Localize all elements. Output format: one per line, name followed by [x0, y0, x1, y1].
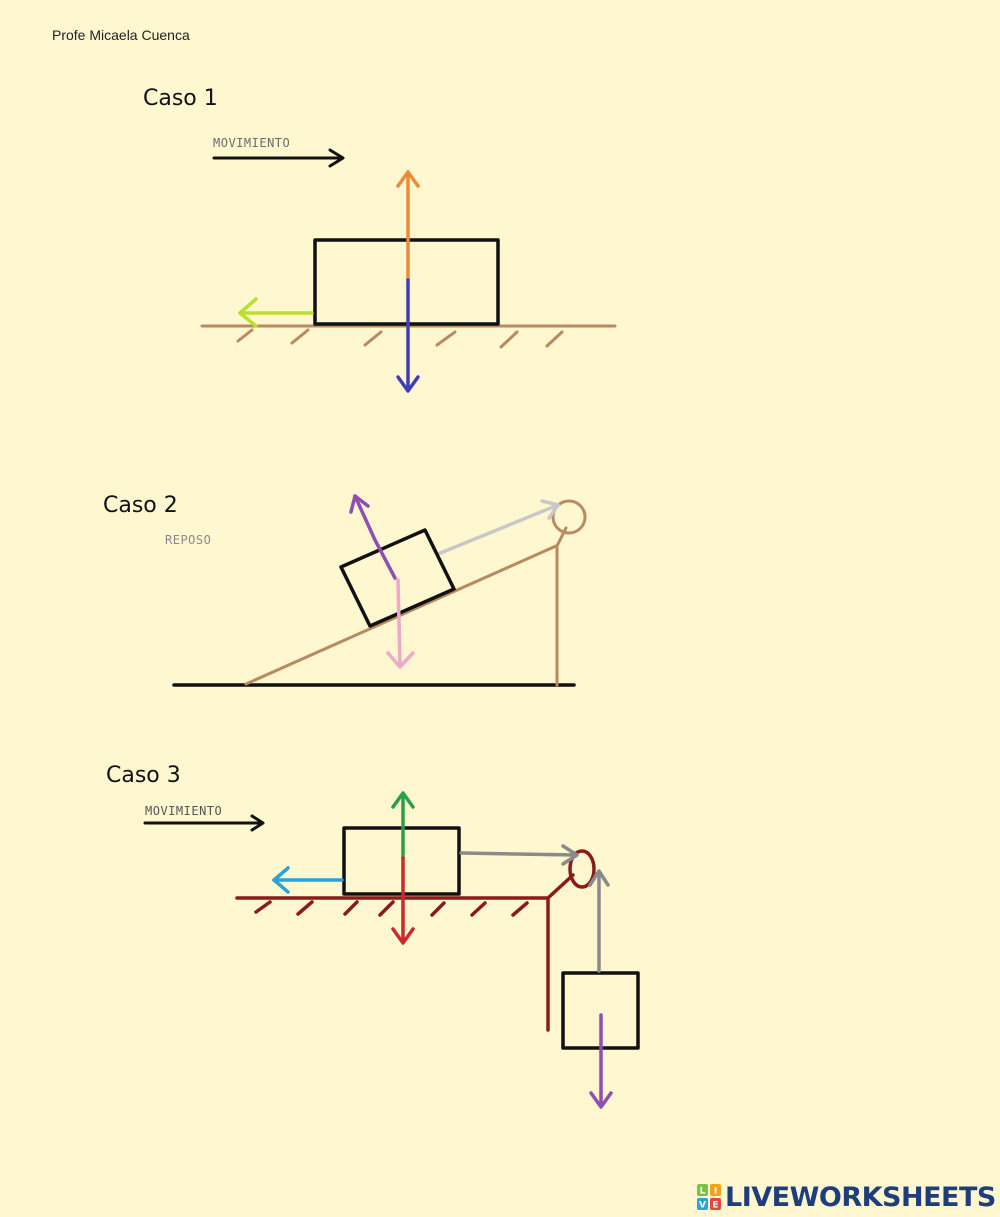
case-2-title: Caso 2 — [103, 493, 178, 518]
case-1-state-label: MOVIMIENTO — [213, 136, 291, 150]
case-3-hanging-weight-arrow — [589, 1013, 613, 1109]
case-3-horizontal-tension-arrow — [459, 844, 579, 866]
case-1-normal-force-arrow — [396, 170, 420, 282]
case-3-pulley — [568, 849, 596, 889]
case-2-normal-force-arrow — [349, 494, 397, 580]
liveworksheets-logo: L I V E LIVEWORKSHEETS — [696, 1180, 996, 1214]
case-3-weight-arrow — [391, 856, 415, 945]
case-2-state-label: REPOSO — [165, 533, 212, 547]
case-3-motion-arrow — [143, 814, 265, 832]
svg-text:V: V — [699, 1201, 706, 1211]
case-2-diagram — [172, 494, 587, 687]
case-1-friction-arrow — [238, 297, 314, 328]
case-2-block — [339, 528, 456, 628]
case-3-vertical-tension-arrow — [588, 869, 610, 973]
case-3-title: Caso 3 — [106, 763, 181, 788]
case-3-friction-arrow — [272, 866, 344, 894]
svg-text:E: E — [712, 1201, 718, 1211]
case-3-normal-force-arrow — [391, 791, 415, 860]
case-3-state-label: MOVIMIENTO — [145, 804, 223, 818]
case-2-weight-arrow — [386, 578, 415, 669]
case-3-table — [235, 873, 575, 1032]
svg-text:L: L — [700, 1187, 706, 1197]
author-name: Profe Micaela Cuenca — [52, 27, 190, 43]
liveworksheets-brand-text: LIVEWORKSHEETS — [725, 1181, 996, 1213]
case-2-tension-arrow — [436, 499, 560, 556]
case-2-pulley — [551, 499, 587, 535]
case-1-title: Caso 1 — [143, 86, 218, 111]
case-1-weight-arrow — [396, 278, 420, 393]
case-1-diagram — [200, 148, 617, 393]
case-1-motion-arrow — [212, 148, 345, 168]
svg-text:I: I — [714, 1187, 717, 1197]
case-3-diagram — [143, 791, 640, 1109]
liveworksheets-logo-icon: L I V E — [697, 1184, 721, 1211]
